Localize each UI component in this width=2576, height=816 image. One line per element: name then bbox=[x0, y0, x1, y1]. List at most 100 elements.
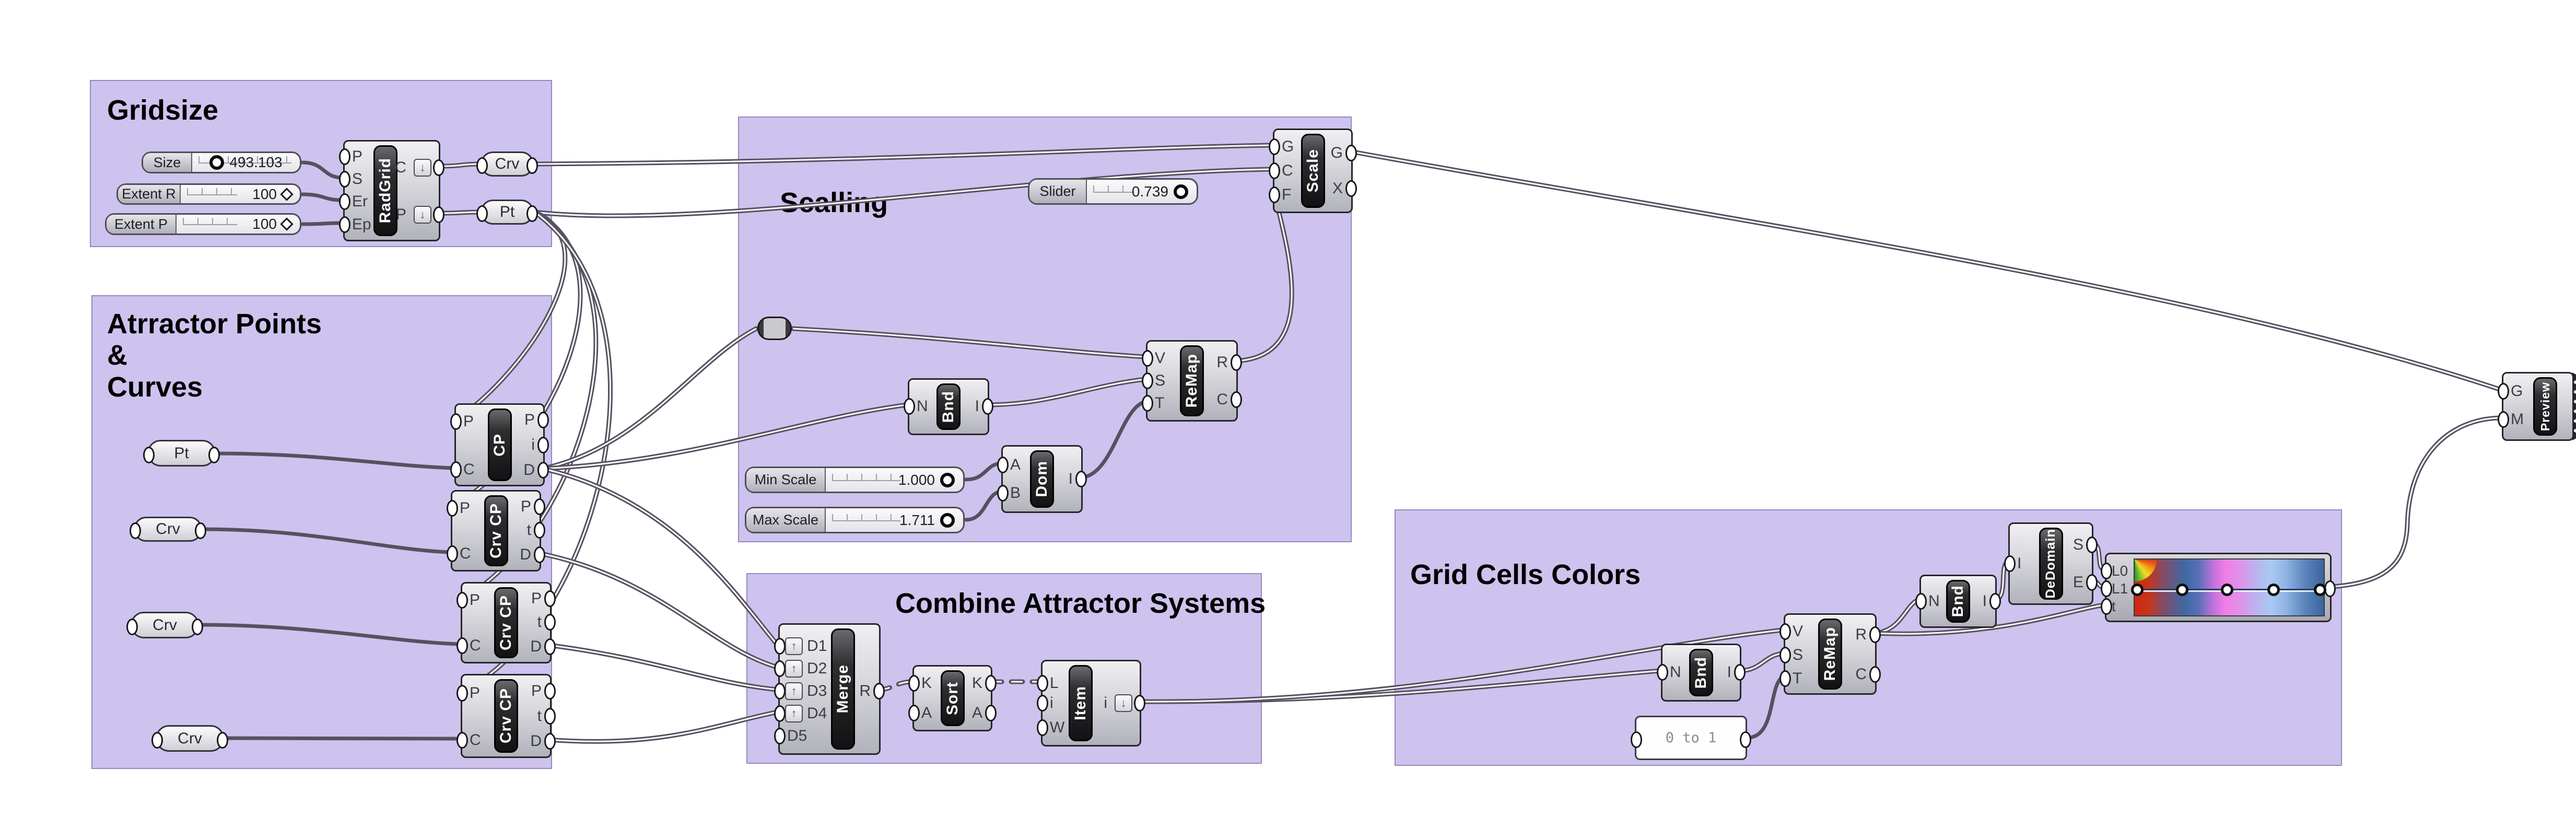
dom-in-A-port-nub[interactable] bbox=[997, 457, 1009, 473]
slider-track-extent_r[interactable]: 100 bbox=[181, 185, 300, 203]
wire-crv3-to-crvcp3-c[interactable] bbox=[223, 736, 463, 741]
dom-in-B-port-nub[interactable] bbox=[997, 485, 1009, 502]
cp-in-C-port-nub[interactable] bbox=[450, 461, 462, 478]
pill-crv2[interactable]: Crv bbox=[126, 612, 203, 638]
item-out-i-down-arrow-button[interactable]: ↓ bbox=[1115, 694, 1132, 712]
item-in-L-port-nub[interactable] bbox=[1037, 675, 1048, 692]
cp-out-D-port-nub[interactable] bbox=[537, 462, 549, 479]
crv1-in-port-nub[interactable] bbox=[130, 522, 141, 539]
crvcp3-out-t-port-nub[interactable] bbox=[544, 708, 556, 725]
merge-in-D4-up-arrow-button[interactable]: ↑ bbox=[785, 705, 803, 722]
slider-track-max_scale[interactable]: 1.711 bbox=[826, 508, 963, 532]
remap_s-out-R-port-nub[interactable] bbox=[1231, 354, 1242, 371]
crvcp2-out-P-port-nub[interactable] bbox=[544, 590, 556, 607]
merge-out-R-port-nub[interactable] bbox=[873, 683, 885, 700]
merge-in-D5-port-nub[interactable] bbox=[774, 728, 786, 744]
gradient-in-L1-port-nub[interactable] bbox=[2101, 580, 2112, 597]
gradient-color-area[interactable] bbox=[2131, 558, 2326, 616]
wire-crv1-to-crvcp1-c[interactable] bbox=[201, 527, 453, 554]
remap_g-out-R-port-nub[interactable] bbox=[1869, 626, 1881, 643]
crvcp2-out-t-port-nub[interactable] bbox=[544, 614, 556, 631]
pill-crv_grid[interactable]: Crv bbox=[476, 151, 538, 177]
scale-in-F-port-nub[interactable] bbox=[1269, 186, 1280, 203]
remap_s-in-T-port-nub[interactable] bbox=[1142, 395, 1153, 412]
pt_grid-out-port-nub[interactable] bbox=[526, 205, 538, 222]
preview-in-G-port-nub[interactable] bbox=[2498, 383, 2509, 400]
wire-relay-relay1[interactable] bbox=[757, 317, 792, 340]
slider-track-slider[interactable]: 0.739 bbox=[1087, 180, 1197, 203]
domain_panel-in-port-nub[interactable] bbox=[1631, 731, 1642, 748]
crvcp1-out-t-port-nub[interactable] bbox=[534, 522, 545, 539]
bnd_s-out-I-port-nub[interactable] bbox=[982, 398, 993, 415]
scale-out-X-port-nub[interactable] bbox=[1345, 180, 1357, 197]
merge-in-D2-up-arrow-button[interactable]: ↑ bbox=[785, 660, 803, 678]
crv_grid-out-port-nub[interactable] bbox=[526, 157, 538, 174]
domain_panel-out-port-nub[interactable] bbox=[1740, 731, 1751, 748]
wire-dom-i-to-remaps-t[interactable] bbox=[1079, 400, 1147, 480]
radgrid-out-P-down-arrow-button[interactable]: ↓ bbox=[414, 206, 431, 224]
sort-out-A-port-nub[interactable] bbox=[985, 705, 997, 721]
crv2-out-port-nub[interactable] bbox=[192, 618, 203, 635]
merge-in-D2-port-nub[interactable] bbox=[774, 660, 786, 677]
slider-circle-knob-min_scale[interactable] bbox=[940, 472, 955, 487]
dedomain-out-S-port-nub[interactable] bbox=[2086, 537, 2098, 553]
remap_g-in-T-port-nub[interactable] bbox=[1779, 670, 1791, 687]
bnd_g2-out-I-port-nub[interactable] bbox=[1989, 593, 2001, 610]
remap_g-out-C-port-nub[interactable] bbox=[1869, 666, 1881, 683]
slider-circle-knob-max_scale[interactable] bbox=[940, 512, 955, 528]
remap_s-out-C-port-nub[interactable] bbox=[1231, 391, 1242, 408]
crvcp3-in-C-port-nub[interactable] bbox=[456, 732, 468, 749]
preview-in-M-port-nub[interactable] bbox=[2498, 411, 2509, 428]
cp-out-i-port-nub[interactable] bbox=[537, 437, 549, 453]
crvcp2-in-P-port-nub[interactable] bbox=[456, 592, 468, 609]
gradient-grip-1[interactable] bbox=[2175, 584, 2188, 596]
wire-cp-d-to-merge-d1[interactable] bbox=[540, 466, 780, 647]
crvcp3-in-P-port-nub[interactable] bbox=[456, 685, 468, 702]
wire-bndg1-i-to-remapg-s[interactable] bbox=[1737, 651, 1785, 673]
scale-in-G-port-nub[interactable] bbox=[1269, 138, 1280, 155]
pt_attr-out-port-nub[interactable] bbox=[208, 446, 220, 463]
slider-track-size[interactable]: 493.103 bbox=[192, 153, 300, 172]
item-in-W-port-nub[interactable] bbox=[1037, 719, 1048, 736]
remap_g-in-S-port-nub[interactable] bbox=[1779, 647, 1791, 663]
gradient-in-L0-port-nub[interactable] bbox=[2101, 563, 2112, 579]
scale-in-C-port-nub[interactable] bbox=[1269, 162, 1280, 179]
radgrid-in-Er-port-nub[interactable] bbox=[339, 193, 350, 210]
merge-in-D3-port-nub[interactable] bbox=[774, 683, 786, 700]
crvcp3-out-D-port-nub[interactable] bbox=[544, 733, 556, 750]
pill-crv1[interactable]: Crv bbox=[130, 517, 206, 542]
crvcp2-out-D-port-nub[interactable] bbox=[544, 638, 556, 655]
radgrid-out-C-port-nub[interactable] bbox=[433, 159, 444, 176]
wire-ptattr-to-cp-c[interactable] bbox=[215, 451, 456, 470]
bnd_s-in-N-port-nub[interactable] bbox=[904, 398, 915, 415]
panel-domain_panel[interactable]: 0 to 1 bbox=[1631, 716, 1751, 760]
bnd_g2-in-N-port-nub[interactable] bbox=[1915, 593, 1927, 610]
wire-gradient-to-preview-m[interactable] bbox=[2323, 415, 2502, 590]
crv3-out-port-nub[interactable] bbox=[217, 731, 228, 749]
wire-panel-to-remapg-t[interactable] bbox=[1746, 675, 1785, 740]
bnd_g1-out-I-port-nub[interactable] bbox=[1734, 664, 1746, 681]
crv_grid-in-port-nub[interactable] bbox=[476, 157, 488, 174]
wire-remaps-r-to-scale-f[interactable] bbox=[1233, 193, 1294, 364]
gradient-in-t-port-nub[interactable] bbox=[2101, 598, 2112, 615]
item-out-i-port-nub[interactable] bbox=[1134, 695, 1145, 712]
wire-size-to-radgrid-s[interactable] bbox=[300, 160, 344, 180]
item-in-i-port-nub[interactable] bbox=[1037, 695, 1048, 712]
scale-out-G-port-nub[interactable] bbox=[1345, 145, 1357, 161]
cp-in-P-port-nub[interactable] bbox=[450, 413, 462, 430]
sort-in-A-port-nub[interactable] bbox=[908, 705, 920, 721]
